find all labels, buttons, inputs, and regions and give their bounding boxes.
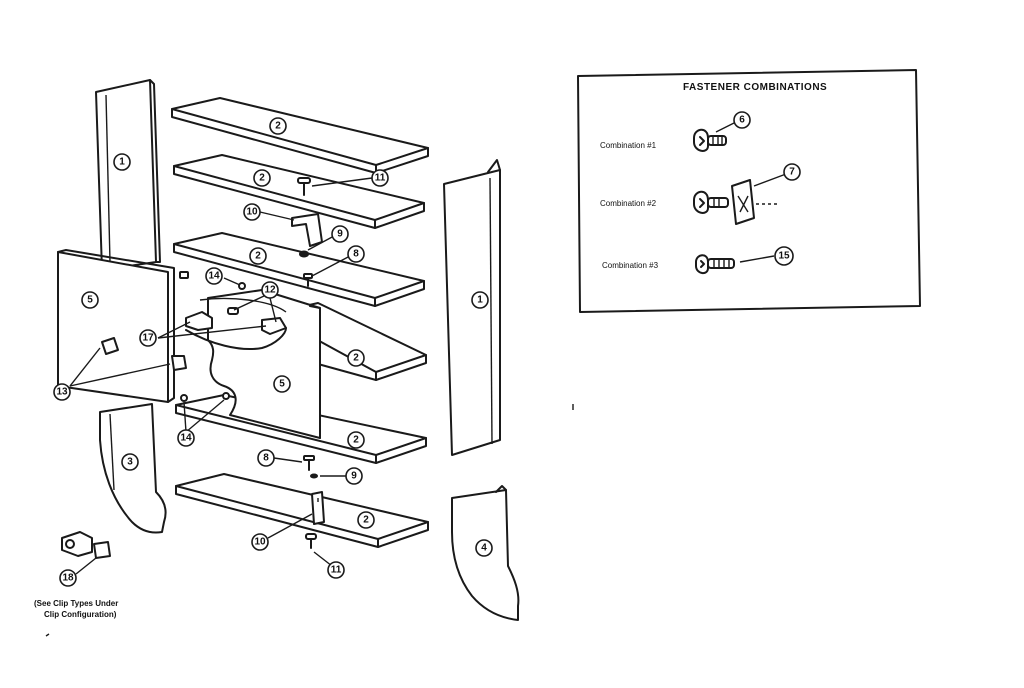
svg-text:9: 9 (337, 229, 343, 240)
callout-shelf-1: 2 (269, 117, 287, 135)
knob-right-icon (171, 355, 187, 371)
callout-door-right: 5 (273, 375, 291, 393)
callout-shelf-5: 2 (347, 431, 365, 449)
svg-text:14: 14 (208, 271, 220, 282)
svg-text:2: 2 (275, 121, 281, 132)
screw-with-nut-icon (693, 179, 778, 225)
hinge-pin-upper-icon (179, 271, 246, 290)
shelf-2 (173, 154, 425, 229)
svg-text:2: 2 (353, 353, 359, 364)
callout-hinge-plates: 12 (261, 281, 279, 299)
combination-3-label: Combination #3 (602, 261, 659, 270)
clip-icon (61, 531, 111, 559)
svg-text:2: 2 (259, 173, 265, 184)
callout-shelf-6: 2 (357, 511, 375, 529)
callout-side-panel-left: 1 (113, 153, 131, 171)
svg-text:2: 2 (363, 515, 369, 526)
callout-combination-3 (774, 246, 794, 266)
callout-hinge-pins-lower: 14 (177, 429, 195, 447)
callout-shelf-3: 2 (249, 247, 267, 265)
hinge-assembly-icon (185, 297, 287, 351)
pin-top-icon (303, 273, 313, 287)
callout-base-left: 3 (121, 453, 139, 471)
hinge-pin-lower-icon (180, 392, 230, 402)
side-panel-right (443, 159, 501, 456)
knob-left-icon (101, 337, 119, 355)
callout-bracket-bottom: 10 (251, 533, 269, 551)
callout-shelf-4: 2 (347, 349, 365, 367)
leader-lines (69, 177, 373, 575)
callout-hinge-assembly: 17 (139, 329, 157, 347)
bracket-top-icon (291, 213, 323, 247)
callout-hinge-pins: 14 (205, 267, 223, 285)
svg-text:5: 5 (279, 379, 285, 390)
callout-screw-bottom: 11 (327, 561, 345, 579)
pan-head-screw-icon (695, 254, 735, 274)
door-right (207, 289, 321, 439)
svg-text:15: 15 (778, 251, 790, 262)
svg-text:11: 11 (375, 173, 386, 184)
small-mark (45, 633, 50, 637)
callout-washer-bottom: 9 (345, 467, 363, 485)
fastener-combinations-box: FASTENER COMBINATIONS Combination #1 6 C… (577, 69, 921, 313)
side-panel-left (95, 79, 161, 271)
screw-bottom-icon (305, 533, 317, 549)
svg-text:4: 4 (481, 543, 487, 554)
svg-text:18: 18 (62, 573, 74, 584)
callout-shelf-2: 2 (253, 169, 271, 187)
screw-top-icon (297, 177, 311, 196)
svg-text:5: 5 (87, 295, 93, 306)
callout-combination-2 (783, 163, 801, 181)
svg-text:2: 2 (353, 435, 359, 446)
callout-knobs: 13 (53, 383, 71, 401)
svg-text:11: 11 (331, 565, 342, 576)
combination-2-label: Combination #2 (600, 199, 657, 208)
door-left (57, 249, 175, 403)
svg-text:2: 2 (255, 251, 261, 262)
callout-base-right: 4 (475, 539, 493, 557)
bracket-bottom-icon (311, 491, 325, 525)
callout-washer-top: 9 (331, 225, 349, 243)
svg-text:8: 8 (263, 453, 269, 464)
svg-text:17: 17 (142, 333, 154, 344)
svg-text:10: 10 (246, 207, 258, 218)
fastener-title: FASTENER COMBINATIONS (683, 82, 827, 93)
svg-text:7: 7 (789, 167, 795, 178)
svg-text:3: 3 (127, 457, 133, 468)
callout-pin-bottom: 8 (257, 449, 275, 467)
callout-clip: 18 (59, 569, 77, 587)
callout-side-panel-right: 1 (471, 291, 489, 309)
svg-text:6: 6 (739, 115, 745, 126)
callout-door-left: 5 (81, 291, 99, 309)
callout-combination-1 (733, 111, 751, 129)
combination-1-label: Combination #1 (600, 141, 657, 150)
clip-note-line-1: (See Clip Types Under (34, 599, 118, 608)
pin-bottom-icon (303, 455, 315, 471)
svg-text:8: 8 (353, 249, 359, 260)
callout-bracket-top: 10 (243, 203, 261, 221)
svg-text:9: 9 (351, 471, 357, 482)
washer-bottom-icon (310, 473, 318, 479)
callout-screw-top: 11 (371, 169, 389, 187)
svg-text:14: 14 (180, 433, 192, 444)
callout-pin-top: 8 (347, 245, 365, 263)
shelf-6 (175, 473, 429, 548)
washer-top-icon (299, 250, 309, 258)
svg-text:13: 13 (56, 387, 68, 398)
truss-head-screw-icon (693, 128, 727, 152)
svg-text:1: 1 (477, 295, 483, 306)
clip-note-line-2: Clip Configuration) (44, 610, 117, 619)
svg-text:1: 1 (119, 157, 125, 168)
svg-text:10: 10 (254, 537, 266, 548)
svg-text:12: 12 (264, 285, 276, 296)
